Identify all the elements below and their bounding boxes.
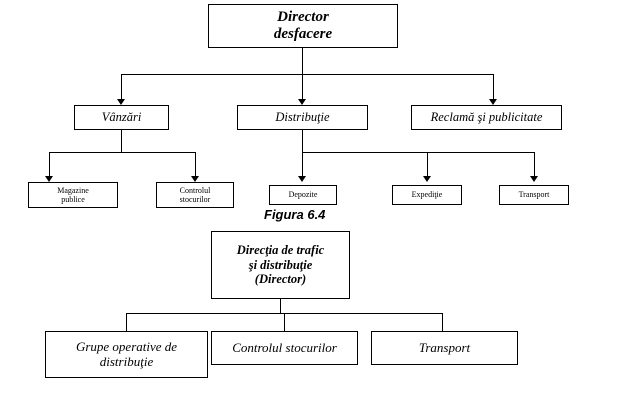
node-label: Direcţia de trafic şi distribuţie (Direc…	[236, 243, 325, 287]
connector-to-controlul-stocurilor-bottom	[284, 313, 285, 331]
arrowhead-transport-top	[530, 176, 538, 182]
node-director-desfacere: Director desfacere	[208, 4, 398, 48]
node-label: Magazine publice	[57, 185, 89, 204]
connector-to-transport-top	[534, 152, 535, 177]
node-reclama-publicitate: Reclamă şi publicitate	[411, 105, 562, 130]
connector-to-transport-bottom	[442, 313, 443, 331]
connector-to-reclama	[493, 74, 494, 100]
connector-root-stem	[302, 48, 303, 74]
arrowhead-vanzari	[117, 99, 125, 105]
connector-to-depozite	[302, 152, 303, 177]
node-vanzari: Vânzări	[74, 105, 169, 130]
node-label: Expediţie	[411, 190, 443, 200]
node-controlul-stocurilor-top: Controlul stocurilor	[156, 182, 234, 208]
node-transport-top: Transport	[499, 185, 569, 205]
arrowhead-distributie	[298, 99, 306, 105]
node-grupe-operative-distributie: Grupe operative de distribuţie	[45, 331, 208, 378]
figure-caption: Figura 6.4	[264, 207, 326, 222]
arrowhead-expeditie	[423, 176, 431, 182]
node-label: Controlul stocurilor	[232, 339, 337, 355]
node-label: Controlul stocurilor	[179, 185, 211, 204]
connector-to-expeditie	[427, 152, 428, 177]
node-label: Depozite	[288, 190, 318, 200]
node-distributie: Distribuţie	[237, 105, 368, 130]
node-label: Transport	[418, 339, 471, 355]
arrowhead-controlul-stocurilor-top	[191, 176, 199, 182]
connector-vanzari-stem	[121, 130, 122, 152]
node-depozite: Depozite	[269, 185, 337, 205]
connector-distributie-stem	[302, 130, 303, 152]
node-directia-trafic-distributie: Direcţia de trafic şi distribuţie (Direc…	[211, 231, 350, 299]
node-label: Vânzări	[101, 110, 142, 125]
node-label: Reclamă şi publicitate	[430, 110, 543, 125]
node-label: Grupe operative de distribuţie	[75, 338, 178, 369]
arrowhead-magazine	[45, 176, 53, 182]
connector-to-distributie	[302, 74, 303, 100]
connector-bottom-root-stem	[280, 299, 281, 313]
connector-to-magazine	[49, 152, 50, 177]
node-label: Director desfacere	[273, 8, 333, 42]
node-label: Distribuţie	[275, 110, 330, 125]
connector-distributie-bus	[302, 152, 534, 153]
arrowhead-depozite	[298, 176, 306, 182]
connector-to-grupe-operative	[126, 313, 127, 331]
node-magazine-publice: Magazine publice	[28, 182, 118, 208]
node-expeditie: Expediţie	[392, 185, 462, 205]
node-controlul-stocurilor-bottom: Controlul stocurilor	[211, 331, 358, 365]
connector-to-vanzari	[121, 74, 122, 100]
node-transport-bottom: Transport	[371, 331, 518, 365]
node-label: Transport	[518, 190, 550, 200]
connector-level2-bus	[121, 74, 493, 75]
connector-to-controlul-stocurilor-top	[195, 152, 196, 177]
connector-vanzari-bus	[49, 152, 195, 153]
arrowhead-reclama	[489, 99, 497, 105]
